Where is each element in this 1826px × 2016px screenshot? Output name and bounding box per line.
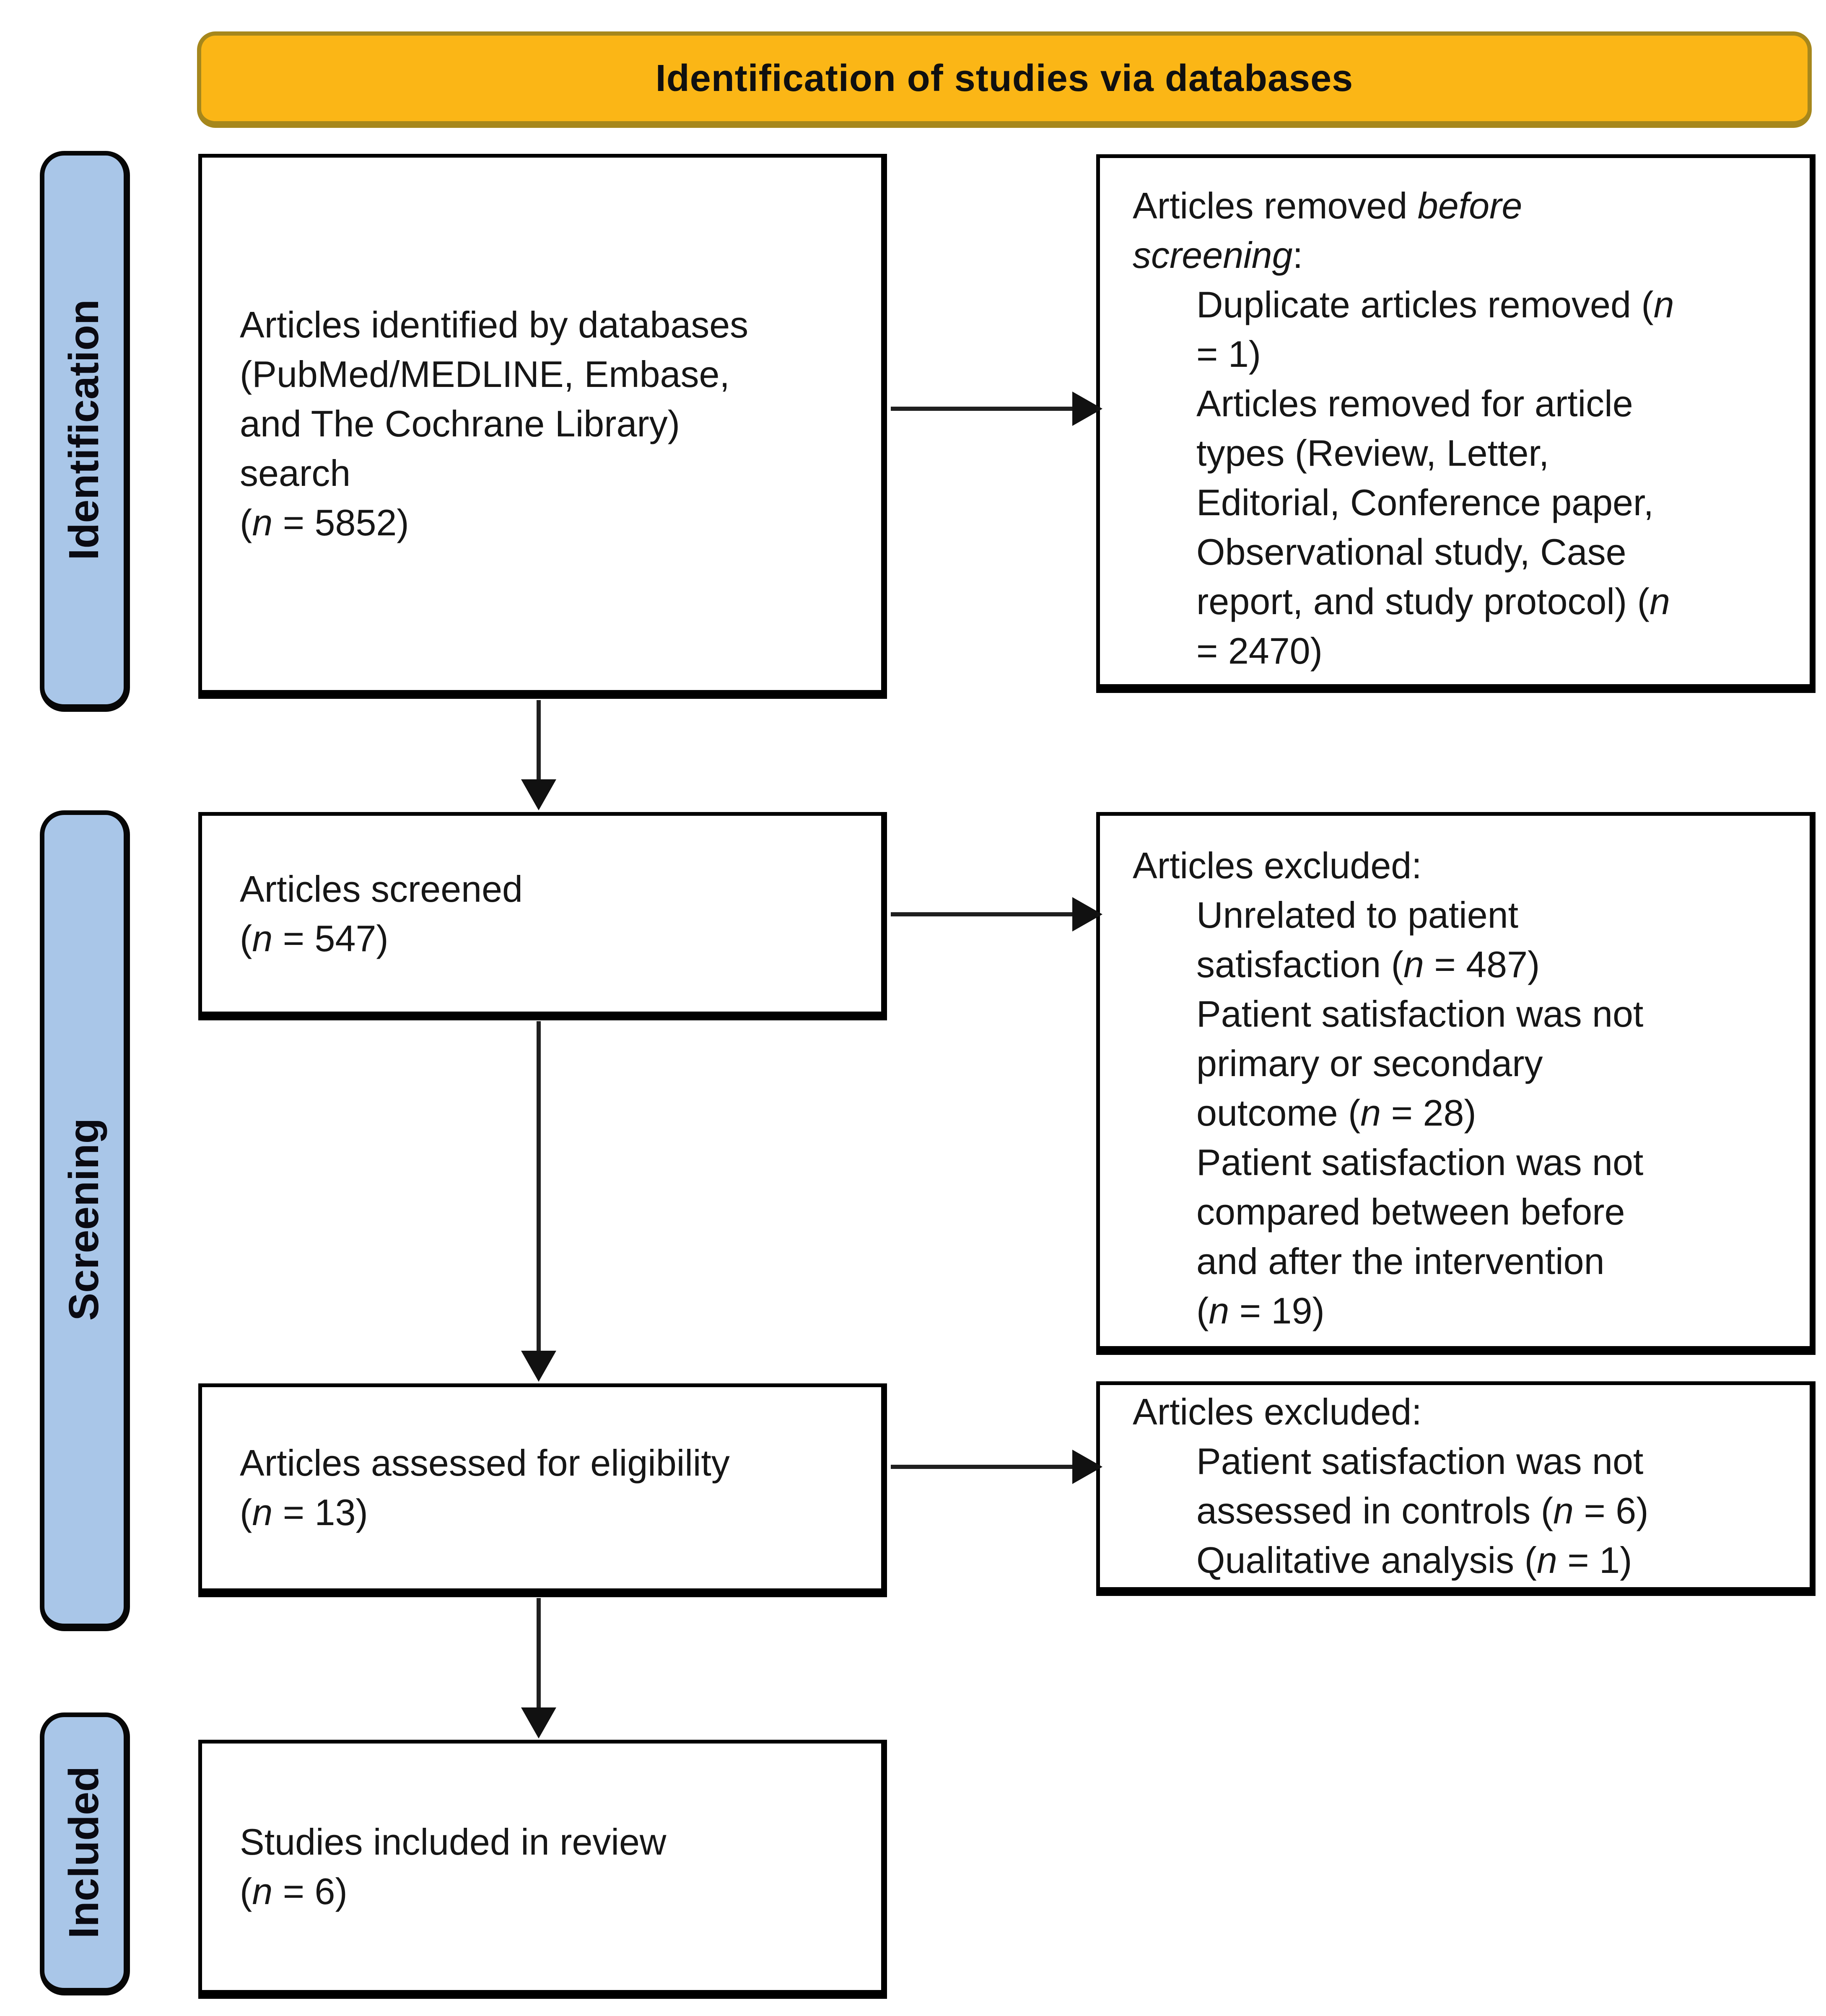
banner-identification-of-studies: Identification of studies via databases	[197, 31, 1812, 128]
arrow-down-icon	[521, 1707, 556, 1738]
box-text: Articles screened (n = 547)	[202, 864, 881, 963]
text-line: Studies included in review	[240, 1821, 667, 1863]
text-line: = 2470)	[1196, 630, 1323, 672]
text-line: and The Cochrane Library)	[240, 403, 680, 444]
text-line: Articles removed before	[1133, 185, 1523, 226]
stage-label-text: Screening	[60, 1118, 107, 1321]
box-text: Studies included in review (n = 6)	[202, 1817, 881, 1916]
text-line: and after the intervention	[1196, 1240, 1605, 1282]
arrow-identified-to-removed	[891, 392, 1102, 426]
arrow-right-icon	[1072, 392, 1102, 426]
arrow-assessed-to-excluded	[891, 1450, 1102, 1484]
text-line: Patient satisfaction was not	[1196, 993, 1644, 1035]
text-line: Patient satisfaction was not	[1196, 1440, 1644, 1482]
box-text: Articles assessed for eligibility (n = 13…	[202, 1438, 881, 1537]
arrow-shaft	[537, 1598, 541, 1710]
box-articles-excluded-eligibility: Articles excluded: Patient satisfaction w…	[1096, 1381, 1816, 1596]
text-line: screening:	[1133, 234, 1303, 276]
stage-label-included: Included	[40, 1712, 130, 1995]
text-line: satisfaction (n = 487)	[1196, 944, 1540, 985]
text-line: Articles assessed for eligibility	[240, 1442, 730, 1484]
text-line: Unrelated to patient	[1196, 894, 1519, 936]
stage-label-screening: Screening	[40, 810, 130, 1631]
stage-label-text: Included	[60, 1766, 107, 1939]
arrow-shaft	[537, 1021, 541, 1353]
text-line: (n = 19)	[1196, 1290, 1325, 1331]
text-line: Articles excluded:	[1133, 1391, 1422, 1432]
text-line: compared between before	[1196, 1191, 1625, 1232]
text-line: (n = 6)	[240, 1871, 348, 1912]
arrow-screened-to-excluded	[891, 897, 1102, 931]
arrow-right-icon	[1072, 1450, 1102, 1484]
text-line: (n = 547)	[240, 917, 389, 959]
text-line: outcome (n = 28)	[1196, 1092, 1476, 1134]
text-line: (n = 13)	[240, 1492, 368, 1533]
text-line: Articles identified by databases	[240, 304, 749, 345]
arrow-down-icon	[521, 1351, 556, 1382]
text-line: Editorial, Conference paper,	[1196, 482, 1654, 523]
arrow-shaft	[537, 700, 541, 782]
text-line: (PubMed/MEDLINE, Embase,	[240, 353, 730, 395]
text-line: Articles excluded:	[1133, 845, 1422, 886]
box-text: Articles identified by databases (PubMed/…	[202, 300, 881, 547]
text-line: Articles screened	[240, 868, 523, 910]
box-articles-excluded-screening: Articles excluded: Unrelated to patient sa…	[1096, 812, 1816, 1355]
arrow-shaft	[891, 912, 1075, 916]
text-line: (n = 5852)	[240, 502, 409, 543]
box-studies-included: Studies included in review (n = 6)	[198, 1740, 887, 1999]
text-line: = 1)	[1196, 333, 1261, 375]
box-articles-removed-before-screening: Articles removed before screening: Duplica…	[1096, 154, 1816, 693]
text-line: Articles removed for article	[1196, 383, 1633, 424]
arrow-shaft	[891, 1465, 1075, 1469]
text-line: Observational study, Case	[1196, 531, 1626, 573]
text-line: search	[240, 452, 351, 494]
box-articles-identified: Articles identified by databases (PubMed/…	[198, 154, 887, 699]
arrow-shaft	[891, 407, 1075, 411]
text-line: Patient satisfaction was not	[1196, 1142, 1644, 1183]
stage-label-identification: Identification	[40, 151, 130, 712]
box-articles-screened: Articles screened (n = 547)	[198, 812, 887, 1020]
text-line: Duplicate articles removed (n	[1196, 284, 1674, 325]
text-line: assessed in controls (n = 6)	[1196, 1490, 1649, 1531]
box-text: Articles excluded: Patient satisfaction w…	[1100, 1387, 1810, 1585]
arrow-identified-to-screened	[521, 700, 556, 810]
arrow-down-icon	[521, 779, 556, 810]
text-line: Qualitative analysis (n = 1)	[1196, 1539, 1632, 1581]
box-text: Articles excluded: Unrelated to patient sa…	[1100, 841, 1810, 1336]
stage-label-text: Identification	[60, 299, 107, 560]
text-line: primary or secondary	[1196, 1043, 1543, 1084]
text-line: report, and study protocol) (n	[1196, 581, 1670, 622]
arrow-assessed-to-included	[521, 1598, 556, 1738]
arrow-screened-to-assessed	[521, 1021, 556, 1382]
arrow-right-icon	[1072, 897, 1102, 931]
banner-label: Identification of studies via databases	[655, 57, 1354, 99]
text-line: types (Review, Letter,	[1196, 432, 1549, 474]
box-text: Articles removed before screening: Duplica…	[1100, 181, 1810, 676]
box-articles-assessed-eligibility: Articles assessed for eligibility (n = 13…	[198, 1383, 887, 1597]
